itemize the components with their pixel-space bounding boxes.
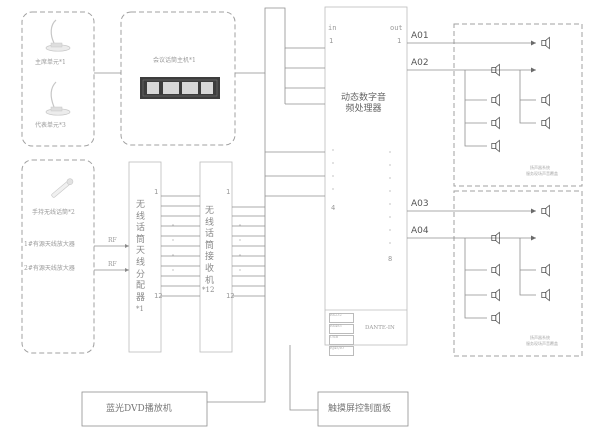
output-a02-label: A02 — [411, 58, 429, 68]
splitter-box — [128, 161, 162, 353]
splitter-ch-first: 1 — [154, 188, 159, 196]
dvd-player-label: 蓝光DVD播放机 — [106, 404, 172, 414]
processor-in-label: in — [328, 24, 337, 32]
port-label: RS232 — [329, 313, 354, 323]
receiver-ch-first: 1 — [226, 188, 231, 196]
rf-label-1: RF — [108, 237, 117, 244]
speaker-icons — [491, 37, 550, 324]
processor-in-last: 4 — [331, 204, 336, 212]
processor-label: 动态数字音频处理器 — [341, 93, 387, 114]
processor-dante-label: DANTE-IN — [365, 325, 395, 331]
touch-panel-label: 触摸屏控制面板 — [328, 404, 392, 414]
receiver-title: 无线话筒接收机 — [205, 206, 215, 286]
receiver-ch-last: 12 — [226, 292, 235, 300]
chairman-mic-icon — [45, 19, 71, 52]
conference-host-label: 会议话筒主机*1 — [153, 57, 196, 64]
touch-panel-box — [317, 391, 409, 427]
speaker-zone-1-box — [453, 23, 583, 187]
zone-2-caption-line1: 扬声器系统 — [530, 335, 550, 340]
processor-box — [324, 6, 408, 346]
conference-host-unit-icon — [140, 77, 220, 99]
receiver-box — [199, 161, 233, 353]
antenna-amp-2-label: 2#有源天线放大器 — [24, 265, 75, 272]
connection-lines — [94, 7, 536, 411]
rf-label-2: RF — [108, 261, 117, 268]
wireless-mic-box — [21, 159, 95, 354]
processor-port-list: RS232 RS485 USB RJ45/IO — [329, 313, 354, 356]
splitter-title: 无线话筒天线分配器 — [136, 200, 146, 303]
antenna-amp-1-label: 1#有源天线放大器 — [24, 241, 75, 248]
port-label: RJ45/IO — [329, 346, 354, 356]
port-label: USB — [329, 335, 354, 345]
zone-1-caption-line1: 扬声器系统 — [530, 165, 550, 170]
zone-1-caption-line2: 服务现场声音覆盖 — [526, 171, 558, 176]
processor-in-first: 1 — [329, 37, 334, 45]
conference-host-box — [120, 11, 236, 146]
splitter-qty: *1 — [136, 305, 144, 313]
splitter-ch-last: 12 — [154, 292, 163, 300]
speaker-zone-2-box — [453, 190, 583, 357]
chairman-unit-label: 主席单元*1 — [35, 59, 66, 66]
processor-out-label: out — [390, 24, 403, 32]
output-a01-label: A01 — [411, 31, 429, 41]
output-a04-label: A04 — [411, 226, 429, 236]
rf-arrows — [125, 244, 129, 272]
zone-2-caption-line2: 服务现场声音覆盖 — [526, 341, 558, 346]
handheld-mic-label: 手持无线话筒*2 — [32, 209, 75, 216]
port-label: RS485 — [329, 324, 354, 334]
processor-dots — [172, 149, 391, 271]
delegate-unit-label: 代表单元*3 — [35, 122, 66, 129]
output-a03-label: A03 — [411, 199, 429, 209]
dvd-player-box — [81, 391, 208, 427]
receiver-qty: *12 — [202, 286, 215, 294]
processor-out-first: 1 — [397, 37, 402, 45]
processor-out-last: 8 — [388, 255, 393, 263]
output-arrows — [531, 40, 536, 241]
delegate-mic-icon — [45, 81, 71, 116]
handheld-mic-icon — [51, 178, 74, 198]
mic-units-box — [21, 11, 95, 147]
